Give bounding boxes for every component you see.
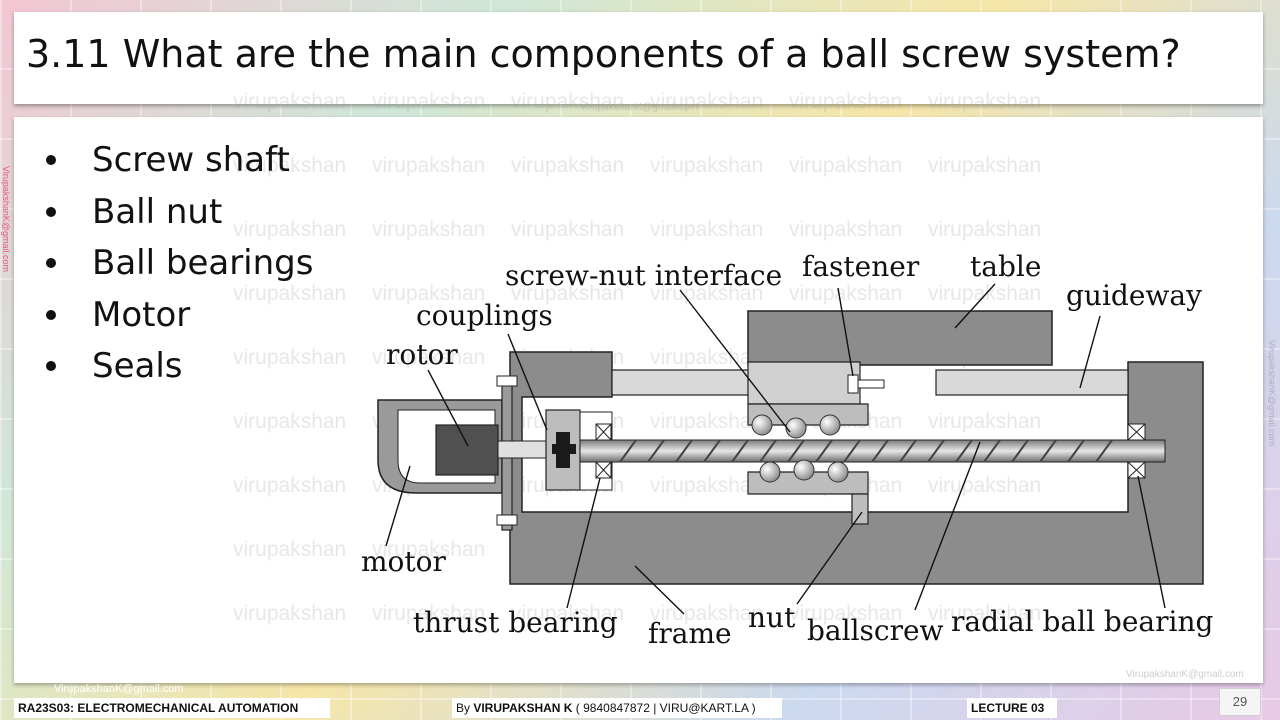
label-couplings: couplings bbox=[416, 299, 553, 332]
fastener-head-shape bbox=[857, 379, 885, 389]
nut-flange-shape bbox=[851, 493, 869, 525]
corner-email-watermark: VirupakshanK@gmail.com bbox=[1126, 669, 1244, 680]
ball-shape bbox=[759, 461, 781, 483]
bullet-list: Screw shaft Ball nut Ball bearings Motor… bbox=[40, 138, 313, 396]
bullet-item: Motor bbox=[40, 293, 313, 345]
bullet-item: Screw shaft bbox=[40, 138, 313, 190]
ball-shape bbox=[751, 414, 773, 436]
label-screw-nut-interface: screw-nut interface bbox=[505, 259, 782, 292]
fastener-shape bbox=[847, 374, 859, 394]
author-contact: ( 9840847872 | VIRU@KART.LA ) bbox=[572, 701, 756, 715]
bullet-text: Screw shaft bbox=[92, 140, 290, 180]
page-number: 29 bbox=[1219, 688, 1261, 716]
rotor-shape bbox=[435, 424, 499, 476]
bullet-dot bbox=[46, 361, 56, 371]
footer-course: RA23S03: ELECTROMECHANICAL AUTOMATION bbox=[14, 698, 330, 718]
ball-shape bbox=[793, 459, 815, 481]
label-thrust-bearing: thrust bearing bbox=[413, 606, 618, 639]
screw-shaft-shape bbox=[579, 439, 1166, 463]
label-motor: motor bbox=[361, 545, 447, 578]
label-table: table bbox=[970, 250, 1041, 283]
footer-lecture: LECTURE 03 bbox=[967, 698, 1057, 718]
course-code-label: RA23S03: ELECTROMECHANICAL AUTOMATION bbox=[18, 701, 299, 715]
label-ballscrew: ballscrew bbox=[807, 614, 944, 647]
author-name: VIRUPAKSHAN K bbox=[473, 701, 573, 715]
label-rotor: rotor bbox=[386, 338, 458, 371]
bullet-item: Ball nut bbox=[40, 190, 313, 242]
mount-bolt-shape bbox=[496, 514, 518, 526]
slide-title: 3.11 What are the main components of a b… bbox=[26, 32, 1181, 76]
bullet-text: Motor bbox=[92, 294, 191, 335]
content-box bbox=[14, 117, 1263, 683]
bullet-text: Seals bbox=[92, 346, 183, 386]
side-email-watermark: VirupakshanK@gmail.com bbox=[1, 166, 11, 273]
author-prefix: By bbox=[456, 701, 474, 715]
label-nut: nut bbox=[748, 601, 796, 634]
bullet-item: Seals bbox=[40, 344, 313, 396]
nut-carriage-shape bbox=[747, 361, 861, 405]
label-fastener: fastener bbox=[802, 250, 920, 283]
label-guideway: guideway bbox=[1066, 279, 1202, 312]
leader-lines bbox=[385, 283, 1166, 615]
bullet-dot bbox=[46, 206, 56, 217]
bullet-text: Ball bearings bbox=[92, 243, 314, 283]
title-box: 3.11 What are the main components of a b… bbox=[14, 12, 1263, 104]
guideway-left-shape bbox=[611, 369, 765, 396]
guideway-right-shape bbox=[935, 369, 1129, 396]
screw-threads bbox=[619, 439, 1113, 463]
bullet-item: Ball bearings bbox=[40, 241, 313, 293]
ball-screw-diagram: screw-nut interface fastener table guide… bbox=[361, 250, 1213, 650]
coupling-pin-shape bbox=[552, 444, 576, 454]
table-shape bbox=[747, 310, 1053, 366]
bullet-text: Ball nut bbox=[92, 191, 223, 232]
ball-shape bbox=[827, 461, 849, 483]
footer-email-watermark: VirupakshanK@gmail.com bbox=[54, 683, 184, 695]
side-email-watermark-right: VirupakshanK@gmail.com bbox=[1267, 340, 1277, 447]
bullet-dot bbox=[46, 309, 56, 320]
label-frame: frame bbox=[648, 617, 732, 650]
bullet-dot bbox=[46, 258, 56, 268]
label-radial-ball-bearing: radial ball bearing bbox=[951, 605, 1213, 638]
bullet-dot bbox=[46, 155, 56, 165]
lecture-label: LECTURE 03 bbox=[971, 701, 1045, 715]
mount-bolt-shape bbox=[496, 375, 518, 387]
ball-shape bbox=[785, 417, 807, 439]
ball-shape bbox=[819, 414, 841, 436]
footer-author: By VIRUPAKSHAN K ( 9840847872 | VIRU@KAR… bbox=[452, 698, 782, 718]
